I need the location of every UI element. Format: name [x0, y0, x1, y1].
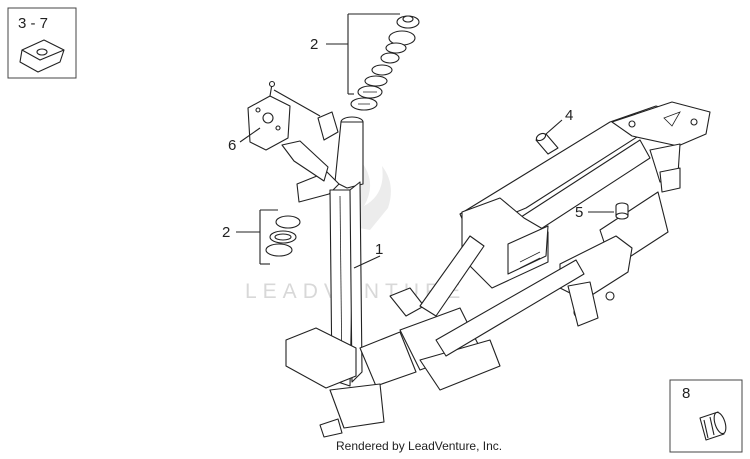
callout-1: 1 [375, 241, 383, 258]
steering-bearing-stack-lower[interactable] [265, 215, 301, 257]
steering-bearing-stack-top[interactable] [350, 15, 420, 111]
inset-label-8: 8 [682, 385, 690, 402]
main-frame[interactable] [285, 101, 711, 438]
clip-nut-icon [19, 39, 65, 73]
rivet-nut-icon [699, 411, 727, 441]
callout-4: 4 [565, 107, 573, 124]
callout-6: 6 [228, 137, 236, 154]
callout-2-top: 2 [310, 36, 318, 53]
plug-part-5[interactable] [615, 202, 629, 220]
inset-box-8[interactable]: 8 [669, 379, 743, 453]
inset-box-3-7[interactable]: 3 - 7 [7, 7, 77, 79]
bracket-part-6[interactable] [247, 80, 291, 151]
sleeve-part-4[interactable] [535, 132, 559, 155]
footer-credit: Rendered by LeadVenture, Inc. [336, 439, 502, 453]
leader-lines [236, 13, 614, 269]
callout-2-mid: 2 [222, 224, 230, 241]
inset-label-3-7: 3 - 7 [18, 15, 48, 32]
callout-5: 5 [575, 204, 583, 221]
frame-steering-head[interactable] [281, 111, 364, 387]
